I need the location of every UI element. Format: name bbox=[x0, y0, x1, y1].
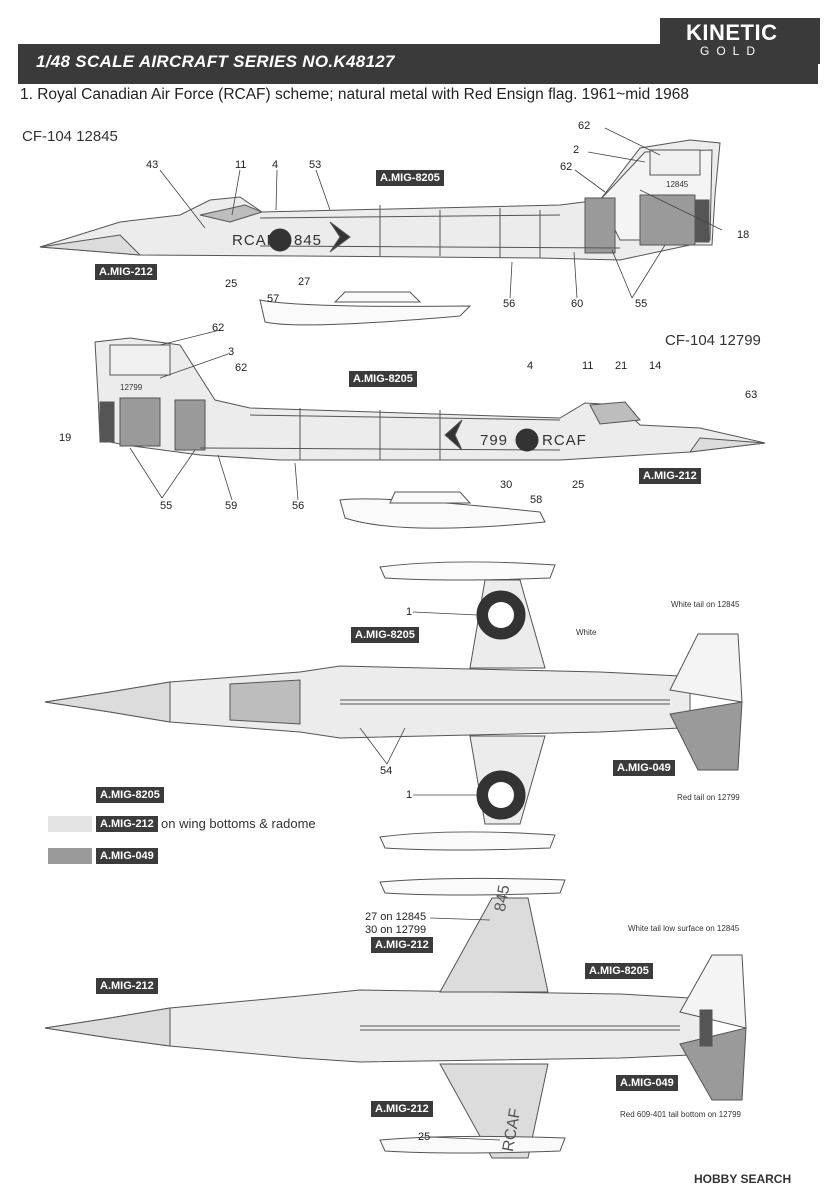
callout-number: 30 bbox=[500, 479, 513, 491]
legend-text-mig212: on wing bottoms & radome bbox=[161, 816, 316, 831]
bottom-tail-serial: 12799 bbox=[120, 383, 143, 392]
callout-number: 25 bbox=[572, 479, 585, 491]
profile-bottom-drawing bbox=[94, 337, 766, 529]
callout-number: 21 bbox=[615, 360, 628, 372]
callout-number: 62 bbox=[578, 120, 591, 132]
paint-tag-mig212-under-nose: A.MIG-212 bbox=[96, 978, 158, 994]
note-red-tail: Red tail on 12799 bbox=[677, 793, 740, 802]
callout-number: 27 bbox=[298, 276, 311, 288]
scheme-description: 1. Royal Canadian Air Force (RCAF) schem… bbox=[20, 86, 689, 103]
callout-number: 60 bbox=[571, 298, 584, 310]
callout-number: 59 bbox=[225, 500, 238, 512]
top-tail-serial: 12845 bbox=[666, 180, 689, 189]
paint-tag-mig8205-top: A.MIG-8205 bbox=[376, 170, 444, 186]
profile-top-name: CF-104 12845 bbox=[22, 128, 118, 145]
paint-tag-mig212-bottom: A.MIG-212 bbox=[639, 468, 701, 484]
note-white-tail-low: White tail low surface on 12845 bbox=[628, 924, 740, 933]
paint-tag-mig049-under: A.MIG-049 bbox=[616, 1075, 678, 1091]
paint-tag-mig8205-plan: A.MIG-8205 bbox=[351, 627, 419, 643]
bottom-fuselage-marking-b: RCAF bbox=[542, 432, 587, 449]
callout-number: 53 bbox=[309, 159, 322, 171]
note-white: White bbox=[576, 628, 597, 637]
top-fuselage-marking-a: RCAF bbox=[232, 232, 277, 249]
paint-tag-mig212-under-wing-2: A.MIG-212 bbox=[371, 1101, 433, 1117]
plan-top-drawing bbox=[44, 561, 743, 851]
callout-number: 11 bbox=[582, 360, 594, 372]
top-fuselage-marking-b: 845 bbox=[294, 232, 323, 249]
callout-number: 63 bbox=[745, 389, 758, 401]
callout-number: 57 bbox=[267, 293, 280, 305]
legend-swatch-mig212 bbox=[48, 816, 92, 832]
bottom-fuselage-marking-a: 799 bbox=[480, 432, 509, 449]
callout-number: 25 bbox=[225, 278, 238, 290]
note-red-tail-bottom: Red 609-401 tail bottom on 12799 bbox=[620, 1110, 741, 1119]
legend-swatch-mig049 bbox=[48, 848, 92, 864]
paint-tag-mig8205-bottom: A.MIG-8205 bbox=[349, 371, 417, 387]
callout-number: 14 bbox=[649, 360, 662, 372]
callout-number: 55 bbox=[635, 298, 648, 310]
page-title: 1/48 SCALE AIRCRAFT SERIES NO.K48127 bbox=[36, 52, 395, 71]
callout-number: 43 bbox=[146, 159, 159, 171]
paint-tag-mig212-under-wing: A.MIG-212 bbox=[371, 937, 433, 953]
callout-number: 62 bbox=[235, 362, 248, 374]
callout-number: 4 bbox=[272, 159, 279, 171]
callout-number: 58 bbox=[530, 494, 543, 506]
legend-label-mig212: A.MIG-212 bbox=[96, 816, 158, 832]
logo-main: KINETIC bbox=[686, 20, 778, 45]
callout-number: 30 on 12799 bbox=[365, 924, 427, 936]
callout-number: 4 bbox=[527, 360, 534, 372]
watermark: HOBBY SEARCH bbox=[694, 1172, 792, 1186]
callout-number: 19 bbox=[59, 432, 72, 444]
callout-number: 3 bbox=[228, 346, 235, 358]
note-white-tail: White tail on 12845 bbox=[671, 600, 740, 609]
callout-number: 1 bbox=[406, 789, 413, 801]
logo-sub: GOLD bbox=[700, 44, 763, 58]
paint-tag-mig049-plan: A.MIG-049 bbox=[613, 760, 675, 776]
callout-number: 11 bbox=[235, 159, 247, 171]
plan-bottom-drawing bbox=[44, 877, 747, 1159]
callout-number: 56 bbox=[292, 500, 305, 512]
profile-bottom-name: CF-104 12799 bbox=[665, 332, 761, 349]
callout-number: 1 bbox=[406, 606, 413, 618]
callout-number: 25 bbox=[418, 1131, 431, 1143]
paint-tag-mig8205-under: A.MIG-8205 bbox=[585, 963, 653, 979]
legend-swatch-mig8205 bbox=[48, 787, 92, 803]
callout-number: 18 bbox=[737, 229, 750, 241]
callout-number: 62 bbox=[212, 322, 225, 334]
legend-label-mig049: A.MIG-049 bbox=[96, 848, 158, 864]
callout-number: 62 bbox=[560, 161, 573, 173]
callout-number: 2 bbox=[573, 144, 580, 156]
legend-label-mig8205: A.MIG-8205 bbox=[96, 787, 164, 803]
callout-number: 56 bbox=[503, 298, 516, 310]
logo bbox=[660, 18, 820, 64]
paint-tag-mig212-top: A.MIG-212 bbox=[95, 264, 157, 280]
callout-number: 55 bbox=[160, 500, 173, 512]
callout-number: 54 bbox=[380, 765, 393, 777]
callout-number: 27 on 12845 bbox=[365, 911, 427, 923]
profile-top-drawing bbox=[39, 139, 721, 326]
